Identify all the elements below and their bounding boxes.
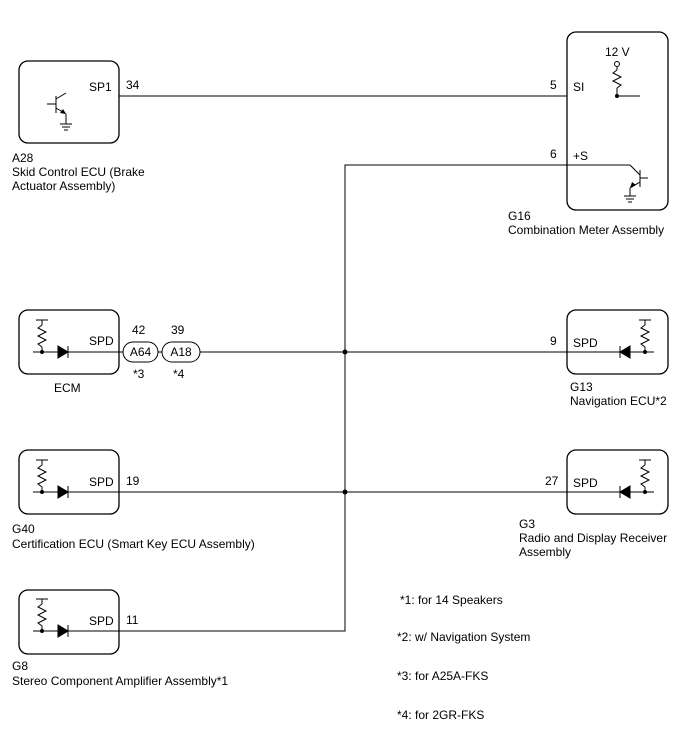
g40-code: G40 xyxy=(12,522,35,536)
g8-diode-icon xyxy=(57,624,69,638)
g3-box xyxy=(566,449,669,515)
ecm-name: ECM xyxy=(54,381,81,395)
note-4: *4: for 2GR-FKS xyxy=(397,708,485,722)
g8-junction-dot xyxy=(40,629,44,633)
g8-pin: 11 xyxy=(126,613,139,627)
transistor-arrow xyxy=(60,109,66,114)
ecm-box xyxy=(18,309,120,375)
g3-diode-icon xyxy=(619,485,631,499)
g16-supply-circuit xyxy=(611,61,640,97)
g13-diode-icon xyxy=(619,345,631,359)
g13-code: G13 xyxy=(570,380,593,394)
g8-code: G8 xyxy=(12,659,29,673)
note-1: *1: for 14 Speakers xyxy=(400,593,503,607)
g16-terminal-plus-s: +S xyxy=(573,149,589,163)
a28-box xyxy=(18,60,120,144)
a18-pin: 39 xyxy=(171,323,185,337)
g8-box xyxy=(18,589,120,655)
g13-junction-dot xyxy=(643,350,647,354)
g16-code: G16 xyxy=(508,209,531,223)
g16-transistor-arrow xyxy=(630,182,636,188)
a28-pin: 34 xyxy=(126,78,140,92)
g3-name-line2: Assembly xyxy=(519,545,572,559)
g3-name-line1: Radio and Display Receiver xyxy=(519,531,668,545)
g16-supply-voltage: 12 V xyxy=(605,45,630,59)
a18-note: *4 xyxy=(173,367,185,381)
g40-name: Certification ECU (Smart Key ECU Assembl… xyxy=(12,537,255,551)
g40-box xyxy=(18,449,120,515)
a28-terminal: SP1 xyxy=(89,80,112,94)
ecm-terminal: SPD xyxy=(89,334,114,348)
a28-code: A28 xyxy=(12,151,34,165)
g16-pin-si: 5 xyxy=(550,78,557,92)
connector-a18: A18 xyxy=(161,341,201,363)
splice-dot-2 xyxy=(342,489,348,495)
transistor-icon xyxy=(47,92,72,131)
g13-name: Navigation ECU*2 xyxy=(570,394,667,408)
si-junction-dot xyxy=(615,94,619,98)
ecm-diode-icon xyxy=(57,345,69,359)
g16-name: Combination Meter Assembly xyxy=(508,223,665,237)
g13-pin: 9 xyxy=(550,334,557,348)
g13-spd-circuit xyxy=(567,319,654,359)
a28-name-line2: Actuator Assembly) xyxy=(12,179,116,193)
right-diode-circuits xyxy=(567,319,654,499)
g3-pin: 27 xyxy=(545,474,559,488)
g16-pin-plus-s: 6 xyxy=(550,147,557,161)
g8-name: Stereo Component Amplifier Assembly*1 xyxy=(12,674,229,688)
note-2: *2: w/ Navigation System xyxy=(397,630,531,644)
splice-dot-1 xyxy=(342,349,348,355)
g8-spd-circuit xyxy=(33,598,119,638)
g13-terminal: SPD xyxy=(573,336,598,350)
left-diode-circuits xyxy=(33,319,119,638)
g8-terminal: SPD xyxy=(89,614,114,628)
g40-junction-dot xyxy=(40,490,44,494)
connector-a64-code: A64 xyxy=(130,345,152,359)
g16-transistor-icon xyxy=(567,164,648,203)
g3-terminal: SPD xyxy=(573,476,598,490)
g40-diode-icon xyxy=(57,485,69,499)
g3-spd-circuit xyxy=(567,459,654,499)
component-boxes xyxy=(18,31,669,655)
g16-terminal-si: SI xyxy=(573,80,585,94)
g3-junction-dot xyxy=(643,490,647,494)
g40-pin: 19 xyxy=(126,474,140,488)
ecm-junction-dot xyxy=(40,350,44,354)
connector-a18-code: A18 xyxy=(170,345,192,359)
a64-note: *3 xyxy=(133,367,145,381)
a28-name-line1: Skid Control ECU (Brake xyxy=(12,165,145,179)
a64-pin: 42 xyxy=(132,323,146,337)
g40-spd-circuit xyxy=(33,459,119,499)
g3-code: G3 xyxy=(519,517,536,531)
g40-terminal: SPD xyxy=(89,475,114,489)
g13-box xyxy=(566,309,669,375)
ecm-spd-circuit xyxy=(33,319,119,359)
note-3: *3: for A25A-FKS xyxy=(397,669,489,683)
wire-bus-plus-s xyxy=(119,164,567,632)
connector-a64: A64 xyxy=(122,341,159,363)
